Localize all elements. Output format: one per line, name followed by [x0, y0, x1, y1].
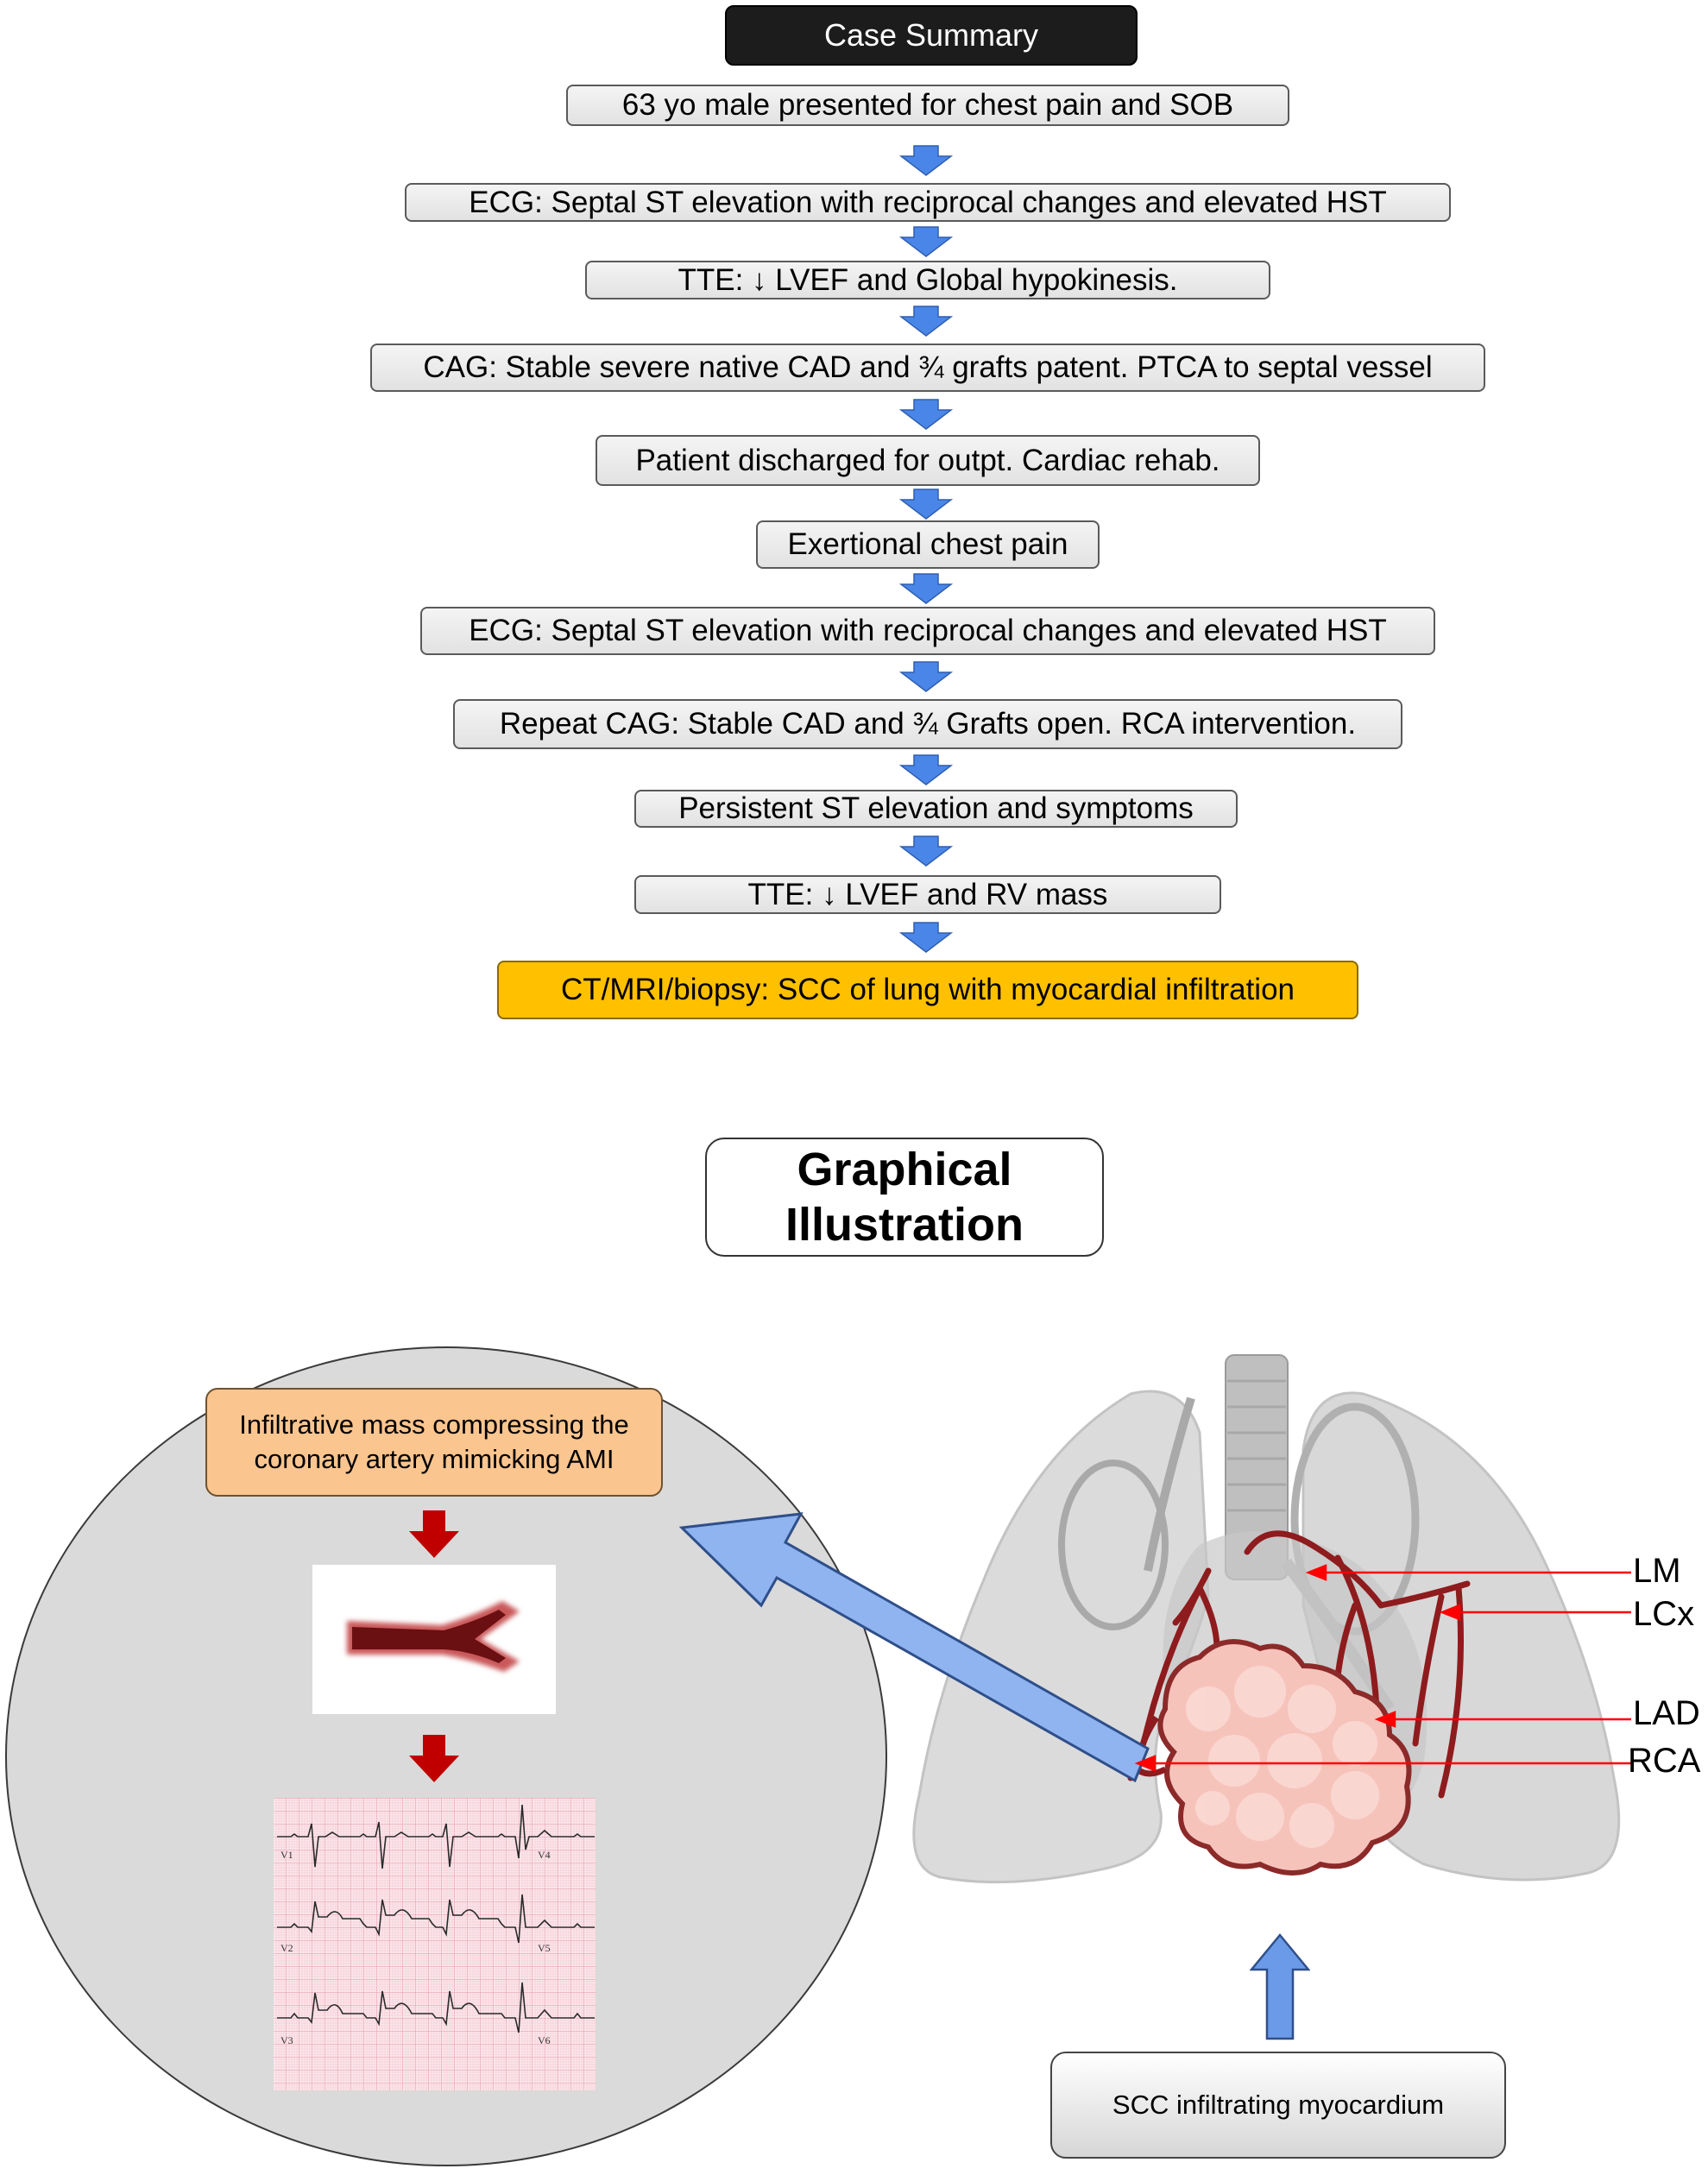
- step-tte-1: TTE: ↓ LVEF and Global hypokinesis.: [585, 261, 1270, 299]
- graph-title-line2: Illustration: [785, 1199, 1024, 1251]
- label-lm: LM: [1633, 1552, 1681, 1590]
- case-summary-title: Case Summary: [725, 5, 1138, 66]
- flow-arrow-icon: [899, 754, 953, 785]
- flow-arrow-icon: [899, 922, 953, 953]
- step-cag-1: CAG: Stable severe native CAD and ¾ graf…: [370, 344, 1485, 392]
- step-ecg-2: ECG: Septal ST elevation with reciprocal…: [420, 607, 1435, 655]
- flow-arrow-icon: [899, 145, 953, 176]
- zoom-pointer-arrow-icon: [678, 1512, 1150, 1783]
- scc-label-box: SCC infiltrating myocardium: [1050, 2052, 1506, 2159]
- flow-arrow-icon: [899, 226, 953, 257]
- flow-arrow-icon: [899, 573, 953, 604]
- step-exertional-pain: Exertional chest pain: [756, 520, 1100, 569]
- flow-arrow-icon: [899, 306, 953, 337]
- step-diagnosis: CT/MRI/biopsy: SCC of lung with myocardi…: [497, 961, 1358, 1019]
- step-repeat-cag: Repeat CAG: Stable CAD and ¾ Grafts open…: [453, 699, 1402, 749]
- scc-up-arrow-icon: [1250, 1933, 1310, 2040]
- ecg-strip-image: V1 V2 V3 V4 V5 V6: [274, 1798, 596, 2090]
- ecg-lead-v6: V6: [538, 2034, 551, 2046]
- step-ecg-1: ECG: Septal ST elevation with reciprocal…: [405, 183, 1451, 222]
- label-rca: RCA: [1628, 1742, 1701, 1780]
- label-lad: LAD: [1633, 1694, 1700, 1732]
- red-down-arrow-icon: [409, 1510, 459, 1558]
- scc-label: SCC infiltrating myocardium: [1112, 2090, 1445, 2120]
- step-discharge: Patient discharged for outpt. Cardiac re…: [596, 435, 1260, 486]
- label-lcx: LCx: [1633, 1595, 1695, 1633]
- step-persistent-st: Persistent ST elevation and symptoms: [634, 790, 1238, 828]
- ecg-lead-v2: V2: [280, 1942, 293, 1954]
- flow-arrow-icon: [899, 489, 953, 520]
- mass-line1: Infiltrative mass compressing the: [239, 1409, 629, 1440]
- ecg-lead-v4: V4: [538, 1849, 551, 1861]
- red-down-arrow-icon: [409, 1735, 459, 1782]
- graph-title-line1: Graphical: [797, 1144, 1012, 1195]
- mass-line2: coronary artery mimicking AMI: [254, 1444, 615, 1474]
- ecg-lead-v1: V1: [280, 1849, 293, 1861]
- graphical-illustration-title: Graphical Illustration: [705, 1138, 1104, 1257]
- step-tte-2: TTE: ↓ LVEF and RV mass: [634, 875, 1221, 914]
- flow-arrow-icon: [899, 835, 953, 867]
- flow-arrow-icon: [899, 661, 953, 692]
- ecg-lead-v5: V5: [538, 1942, 551, 1954]
- step-presentation: 63 yo male presented for chest pain and …: [566, 85, 1289, 126]
- ecg-lead-v3: V3: [280, 2034, 293, 2046]
- mass-description-box: Infiltrative mass compressing the corona…: [205, 1388, 663, 1497]
- vessel-label-arrows: [1134, 1564, 1631, 1772]
- compressed-artery-image: [312, 1565, 556, 1714]
- flow-arrow-icon: [899, 399, 953, 430]
